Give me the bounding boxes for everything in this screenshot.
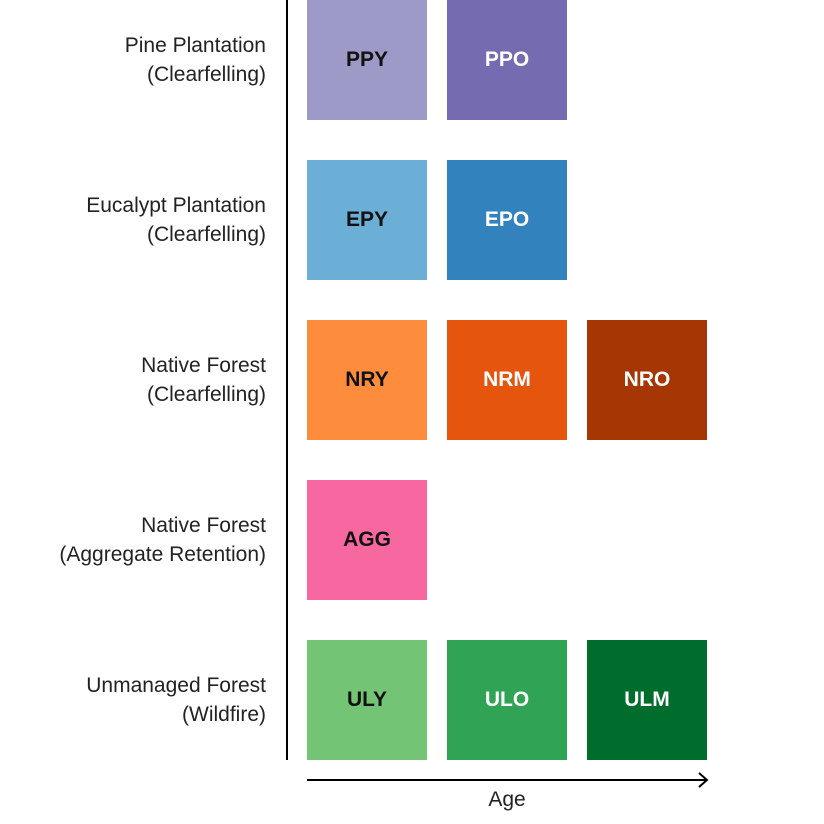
- age-axis-arrow: [307, 772, 709, 788]
- row-label: Pine Plantation (Clearfelling): [0, 31, 266, 89]
- category-tile-nro: NRO: [587, 320, 707, 440]
- category-tile-agg: AGG: [307, 480, 427, 600]
- axis-label: Age: [488, 788, 526, 811]
- row-label-line1: Eucalypt Plantation: [86, 194, 266, 217]
- row-label-line2: (Clearfelling): [146, 383, 266, 406]
- category-tile-ulm: ULM: [587, 640, 707, 760]
- category-tile-nry: NRY: [307, 320, 427, 440]
- row-label: Native Forest (Aggregate Retention): [0, 511, 266, 569]
- row-label: Native Forest (Clearfelling): [0, 351, 266, 409]
- row-label-line2: (Aggregate Retention): [59, 543, 266, 566]
- row-label-line1: Pine Plantation: [124, 34, 266, 57]
- category-tile-ulo: ULO: [447, 640, 567, 760]
- row-label-line2: (Clearfelling): [146, 223, 266, 246]
- category-tile-epo: EPO: [447, 160, 567, 280]
- row-label: Unmanaged Forest (Wildfire): [0, 671, 266, 729]
- category-tile-epy: EPY: [307, 160, 427, 280]
- row-separator-line: [286, 0, 288, 760]
- row-label-line1: Native Forest: [141, 354, 266, 377]
- category-tile-uly: ULY: [307, 640, 427, 760]
- category-tile-ppo: PPO: [447, 0, 567, 120]
- row-label-line1: Native Forest: [141, 514, 266, 537]
- row-label-line2: (Wildfire): [182, 703, 266, 726]
- category-tile-nrm: NRM: [447, 320, 567, 440]
- row-label: Eucalypt Plantation (Clearfelling): [0, 191, 266, 249]
- row-label-line1: Unmanaged Forest: [86, 674, 266, 697]
- row-label-line2: (Clearfelling): [146, 63, 266, 86]
- category-tile-ppy: PPY: [307, 0, 427, 120]
